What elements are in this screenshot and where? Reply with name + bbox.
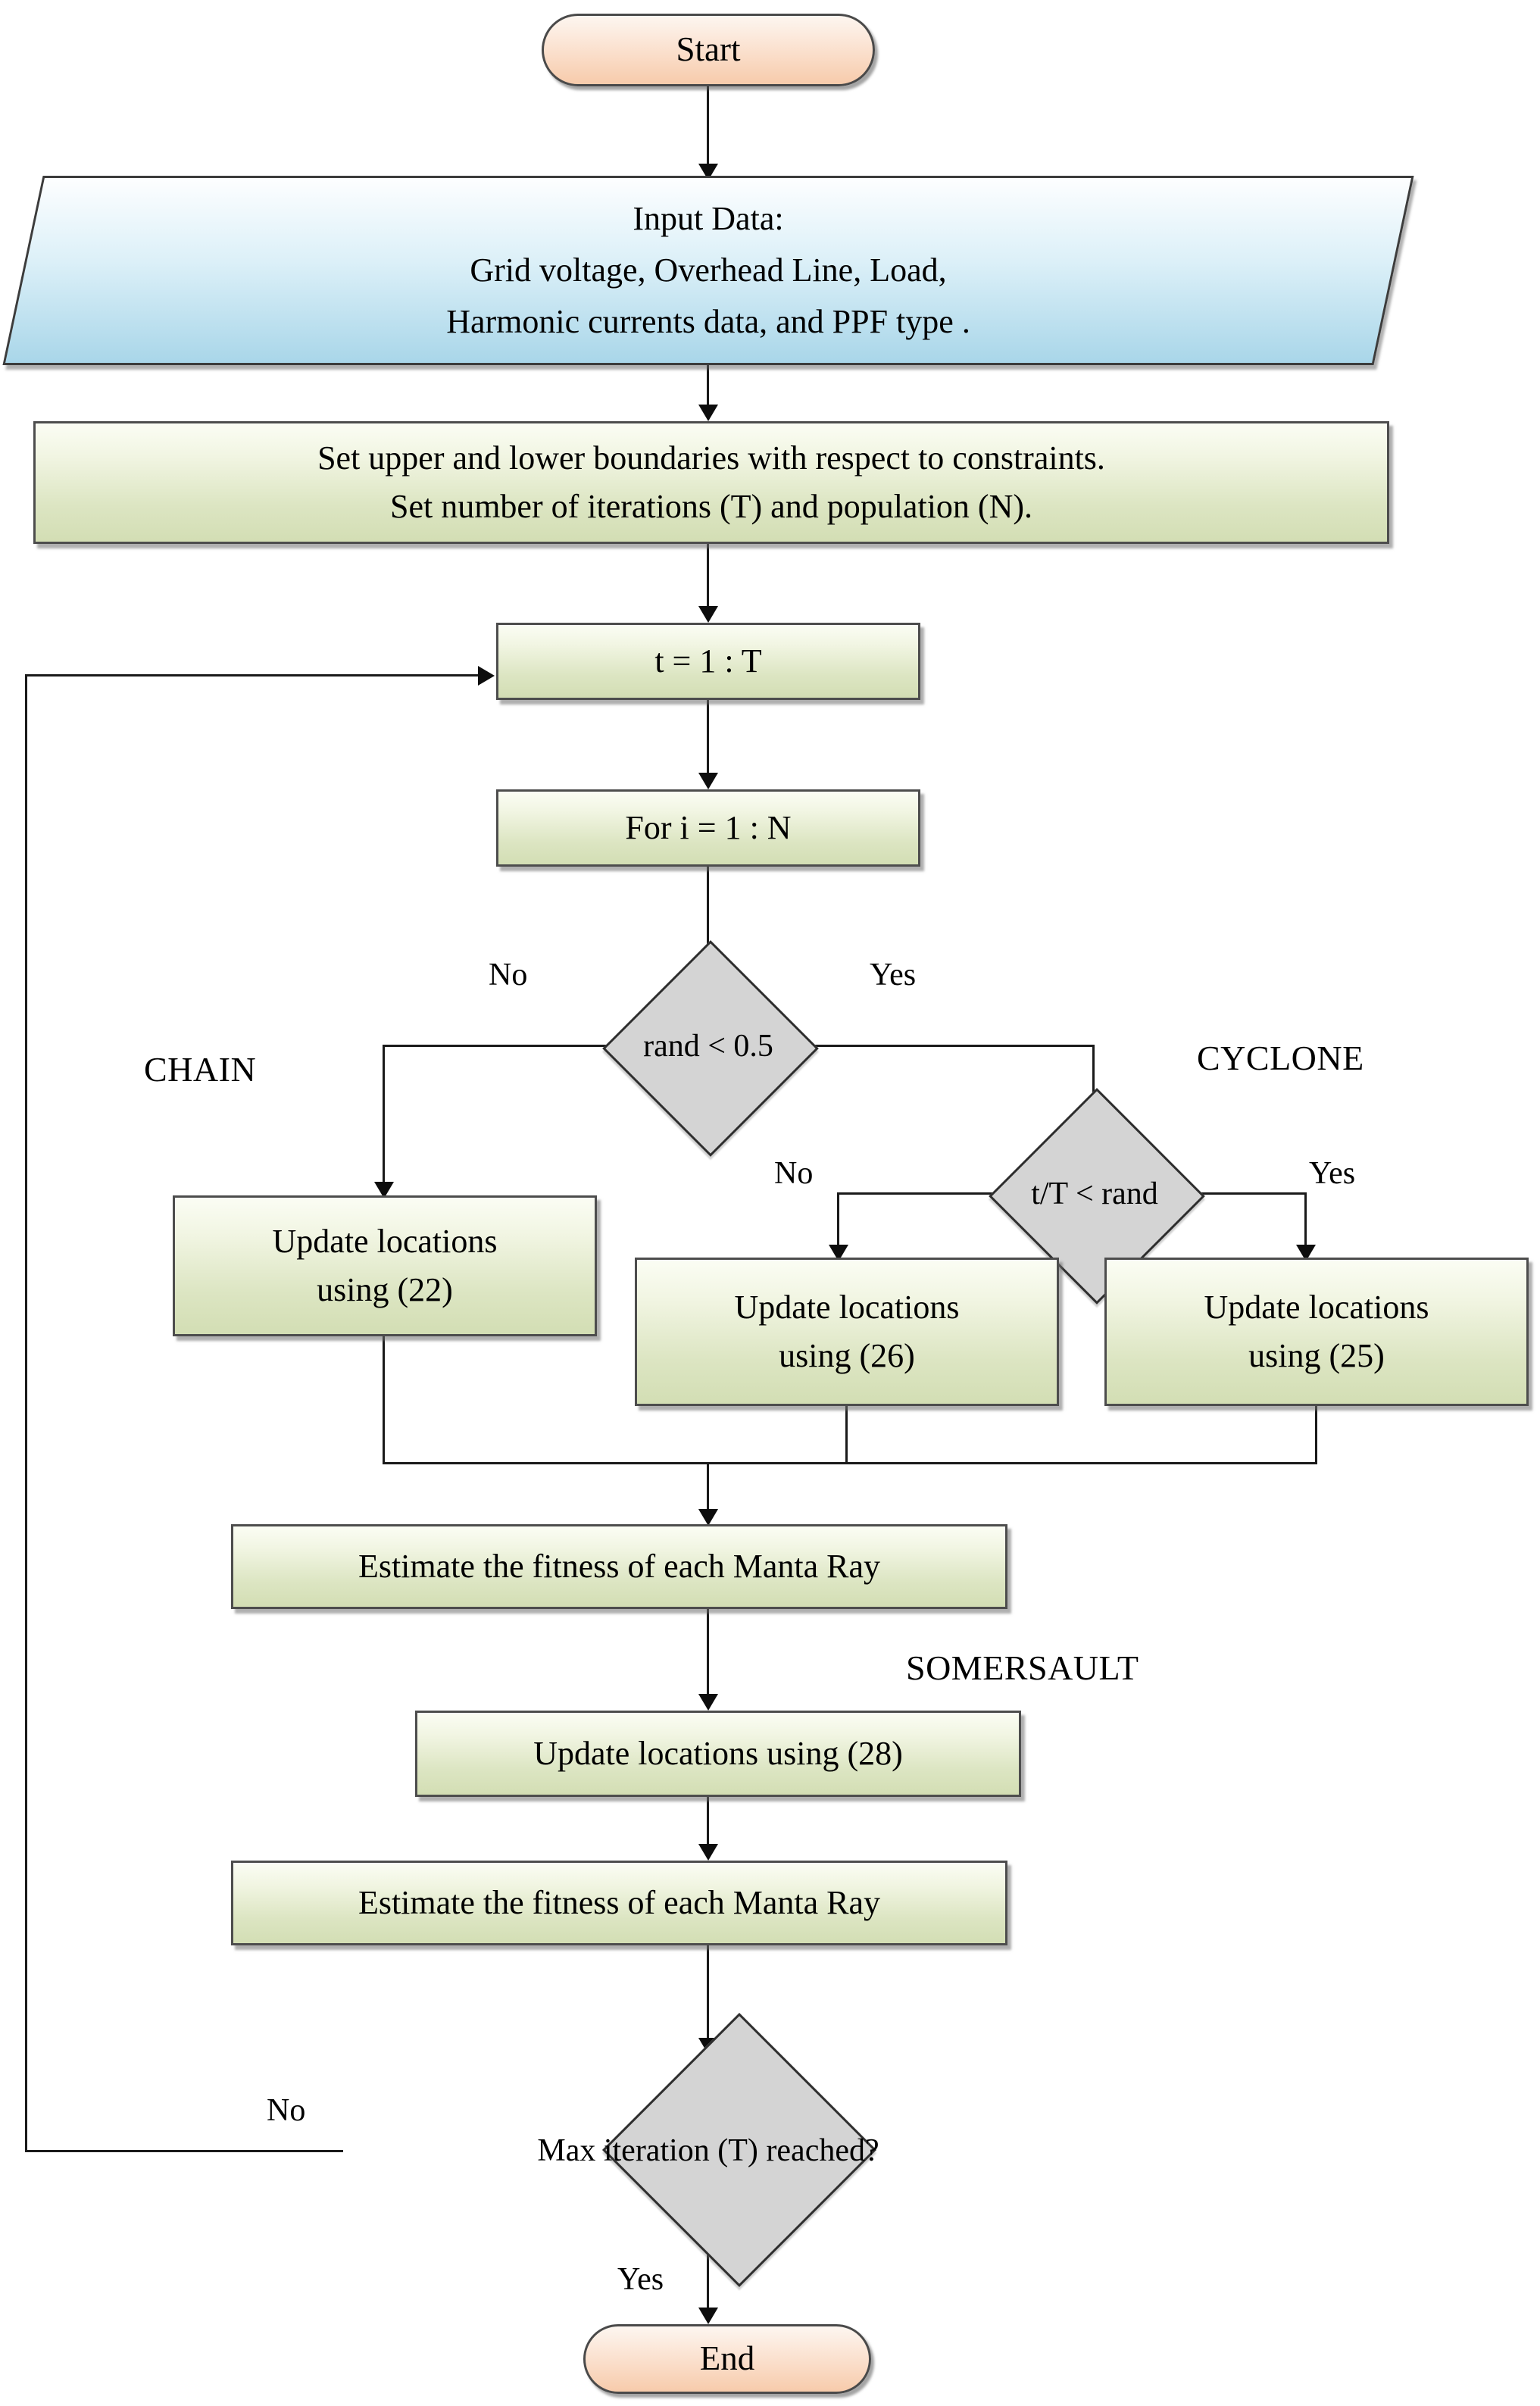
update-28-label: Update locations using (28) (533, 1735, 903, 1773)
node-decision-max-iter[interactable]: Max iteration (T) reached? (379, 2012, 1038, 2288)
connector-feedback-bottom (25, 2150, 343, 2152)
arrow-fitness1-to-update28 (698, 1694, 718, 1711)
connector-outer-to-inner-loop (707, 700, 709, 780)
inner-loop-label: For i = 1 : N (625, 809, 792, 847)
phase-label-somersault: SOMERSAULT (906, 1648, 1139, 1687)
connector-tt-no-vertical (837, 1192, 839, 1255)
node-update-22[interactable]: Update locations using (22) (173, 1195, 597, 1336)
node-input-data[interactable]: Input Data: Grid voltage, Overhead Line,… (2, 176, 1414, 365)
phase-label-chain: CHAIN (144, 1050, 257, 1089)
connector-merge-to-fitness1 (707, 1462, 709, 1517)
connector-tt-yes-vertical (1304, 1192, 1307, 1255)
node-estimate-fitness-2[interactable]: Estimate the fitness of each Manta Ray (231, 1861, 1007, 1945)
update-26-line1: Update locations (734, 1289, 960, 1326)
arrow-feedback-to-outer-loop (478, 666, 495, 686)
connector-setup-to-outer-loop (707, 544, 709, 614)
connector-rand-no-vertical (383, 1045, 385, 1192)
connector-update28-to-fitness2 (707, 1797, 709, 1851)
node-update-28[interactable]: Update locations using (28) (415, 1711, 1021, 1797)
edge-label-tt-no: No (774, 1156, 814, 1191)
connector-update25-down (1315, 1406, 1317, 1464)
connector-rand-yes-vertical (1092, 1045, 1095, 1113)
estimate-fitness-1-label: Estimate the fitness of each Manta Ray (358, 1548, 881, 1586)
arrow-update28-to-fitness2 (698, 1844, 718, 1861)
arrow-tt-no-to-update26 (829, 1245, 848, 1261)
arrow-input-to-setup (698, 405, 718, 421)
connector-rand-no-horizontal (383, 1045, 633, 1047)
edge-label-max-iter-no: No (267, 2093, 306, 2128)
decision-max-iter-label: Max iteration (T) reached? (537, 2133, 879, 2168)
input-data-line1: Input Data: (633, 199, 784, 237)
decision-rand-label: rand < 0.5 (643, 1029, 773, 1064)
connector-start-to-input (707, 86, 709, 171)
node-update-25[interactable]: Update locations using (25) (1104, 1258, 1529, 1406)
node-decision-tt[interactable]: t/T < rand (920, 1088, 1269, 1305)
decision-tt-label: t/T < rand (1031, 1176, 1158, 1211)
arrow-rand-no-to-update22 (374, 1182, 394, 1198)
setup-line1: Set upper and lower boundaries with resp… (317, 439, 1105, 477)
connector-update22-down (383, 1336, 385, 1464)
node-outer-loop[interactable]: t = 1 : T (496, 623, 920, 700)
arrow-tt-yes-to-update25 (1296, 1245, 1316, 1261)
connector-fitness1-to-update28 (707, 1609, 709, 1701)
node-decision-rand[interactable]: rand < 0.5 (530, 940, 886, 1157)
update-22-line2: using (22) (317, 1271, 453, 1308)
connector-feedback-left (25, 674, 27, 2152)
connector-inner-to-rand (707, 867, 709, 962)
input-data-text: Input Data: Grid voltage, Overhead Line,… (23, 176, 1394, 365)
connector-maxiter-to-end (707, 2239, 709, 2315)
estimate-fitness-2-label: Estimate the fitness of each Manta Ray (358, 1884, 881, 1922)
arrow-merge-to-fitness1 (698, 1509, 718, 1526)
arrow-setup-to-outer-loop (698, 606, 718, 623)
connector-rand-yes-horizontal (784, 1045, 1095, 1047)
connector-fitness2-to-maxiter (707, 1945, 709, 2045)
node-setup[interactable]: Set upper and lower boundaries with resp… (33, 421, 1389, 544)
arrow-outer-to-inner-loop (698, 773, 718, 789)
node-start[interactable]: Start (542, 14, 875, 86)
node-estimate-fitness-1[interactable]: Estimate the fitness of each Manta Ray (231, 1524, 1007, 1609)
connector-tt-no-horizontal (837, 1192, 1026, 1195)
connector-update26-down (845, 1406, 848, 1464)
edge-label-tt-yes: Yes (1309, 1156, 1356, 1191)
update-22-line1: Update locations (272, 1223, 498, 1261)
edge-label-rand-yes: Yes (870, 958, 917, 992)
edge-label-max-iter-yes: Yes (617, 2262, 664, 2297)
node-start-label: Start (676, 30, 741, 69)
node-end[interactable]: End (583, 2324, 871, 2394)
update-25-line1: Update locations (1204, 1289, 1429, 1326)
connector-feedback-top (25, 674, 479, 676)
update-25-line2: using (25) (1248, 1337, 1385, 1374)
phase-label-cyclone: CYCLONE (1197, 1039, 1364, 1077)
update-26-line2: using (26) (779, 1337, 915, 1374)
edge-label-rand-no: No (489, 958, 528, 992)
connector-input-to-setup (707, 365, 709, 412)
input-data-line2: Grid voltage, Overhead Line, Load, (470, 251, 947, 289)
node-update-26[interactable]: Update locations using (26) (635, 1258, 1059, 1406)
setup-line2: Set number of iterations (T) and populat… (389, 488, 1032, 525)
connector-merge-horizontal (383, 1462, 1317, 1464)
outer-loop-label: t = 1 : T (654, 642, 762, 680)
arrow-maxiter-to-end (698, 2308, 718, 2324)
node-inner-loop[interactable]: For i = 1 : N (496, 789, 920, 867)
node-end-label: End (699, 2339, 755, 2378)
connector-tt-yes-horizontal (1163, 1192, 1307, 1195)
input-data-line3: Harmonic currents data, and PPF type . (446, 303, 970, 341)
